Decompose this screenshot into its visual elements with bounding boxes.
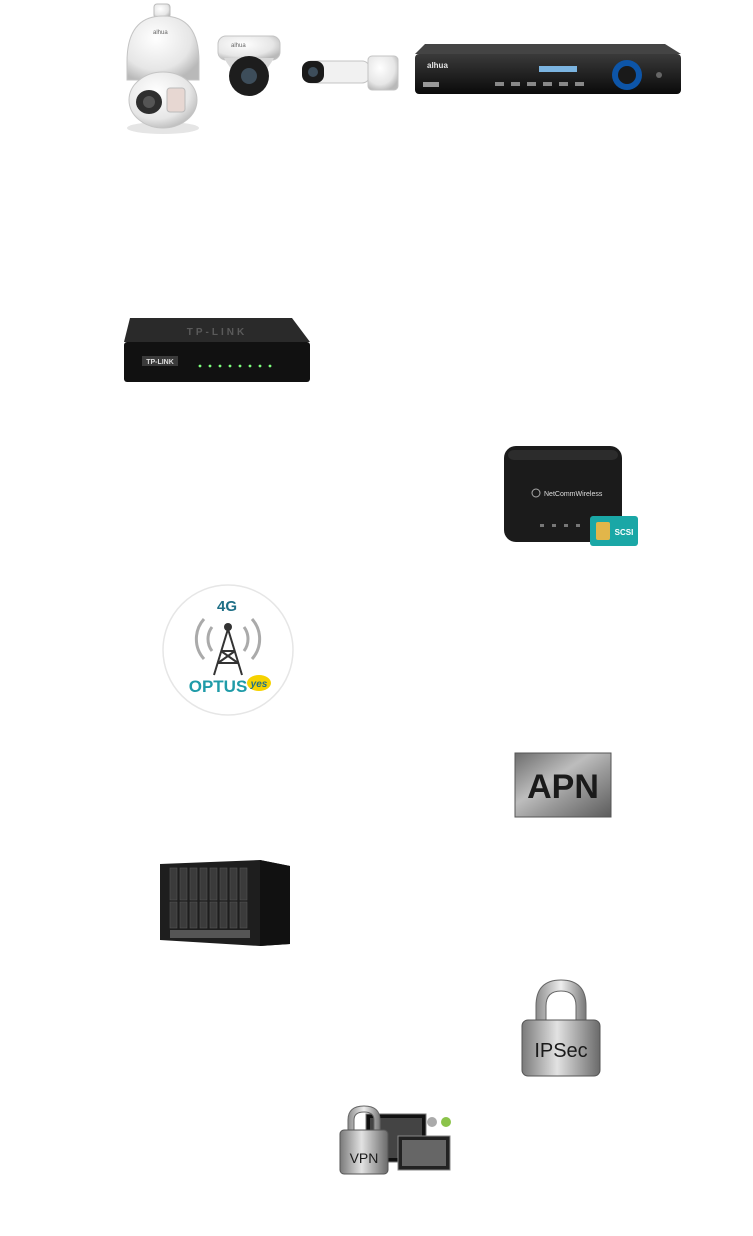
nvr-brand-text: alhua [427,61,448,70]
nvr-recorder-icon: alhua [415,44,681,94]
router-brand-label: NetCommWireless [544,491,603,498]
apn-label: APN [527,768,599,806]
network-generation-label: 4G [217,598,237,615]
switch-brand-label: TP-LINK [146,359,174,366]
vpn-label: VPN [350,1150,379,1166]
camera-row: alhua alhua alhua [115,0,685,145]
sim-label: SCSI [615,528,634,537]
cell-tower-icon [213,628,243,676]
ipsec-padlock-icon: IPSec [516,978,606,1080]
apn-plate: APN [514,752,612,818]
carrier-name-label: OPTUS [189,677,248,696]
dome-brand-text: alhua [231,43,246,49]
network-switch: TP-LINK TP-LINK [120,316,316,384]
optus-4g-badge: 4G OPTUS yes [160,583,296,717]
dome-camera-icon: alhua [217,35,281,96]
carrier-tagline-label: yes [250,679,268,690]
vpn-devices-icon: VPN [336,1102,456,1178]
android-icon [441,1117,451,1127]
ipsec-label: IPSec [534,1040,587,1062]
server-chassis-icon [160,860,290,946]
sim-card-icon: SCSI [590,516,638,546]
ptz-brand-text: alhua [153,30,168,36]
cellular-router: NetCommWireless SCSI [500,440,642,550]
apple-icon [427,1117,437,1127]
switch-top-logo: TP-LINK [187,327,247,338]
bullet-camera-icon [302,55,399,91]
ptz-camera-icon: alhua [126,3,200,134]
radio-wave-icon [194,618,262,660]
